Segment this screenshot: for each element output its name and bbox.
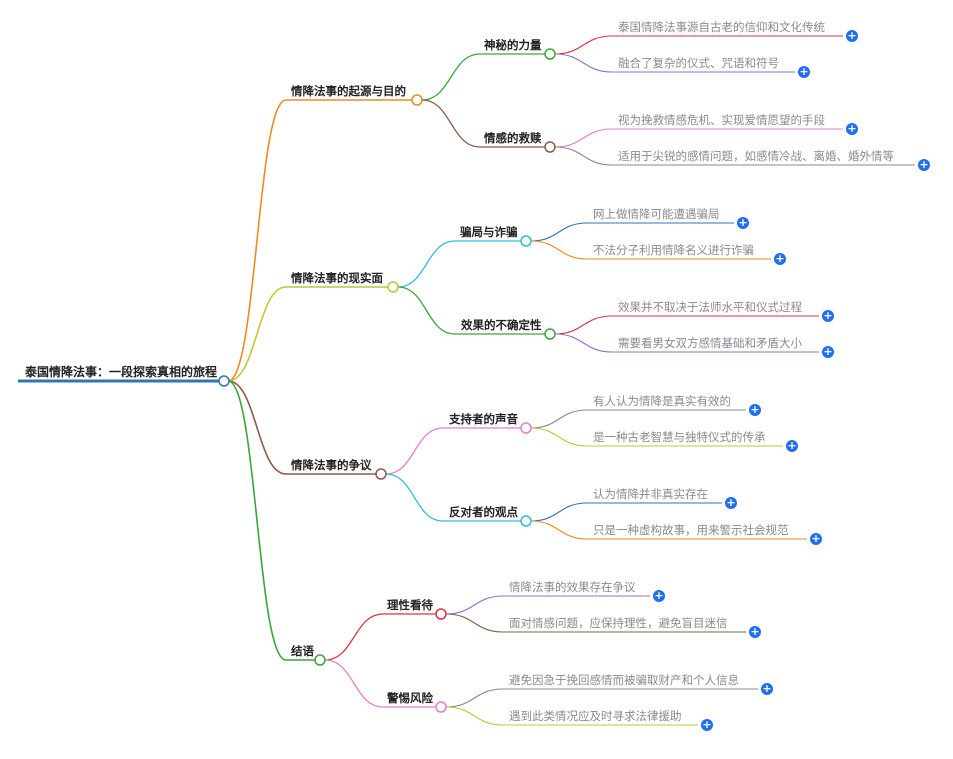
plus-circle-icon[interactable]: + <box>822 309 834 322</box>
branch-node[interactable] <box>314 654 326 666</box>
leaf-topic[interactable]: 是一种古老智慧与独特仪式的传承 <box>593 430 766 444</box>
subtopic-node[interactable] <box>544 48 556 60</box>
subtopic-connector <box>324 659 384 708</box>
leaf-connector <box>554 146 613 166</box>
branch-topic[interactable]: 情降法事的起源与目的 <box>291 84 406 98</box>
leaf-topic[interactable]: 效果并不取决于法师水平和仪式过程 <box>618 300 802 314</box>
leaf-connector <box>530 409 588 429</box>
subtopic[interactable]: 骗局与诈骗 <box>460 225 518 239</box>
plus-circle-icon[interactable]: + <box>846 29 858 42</box>
subtopic-node[interactable] <box>435 608 447 620</box>
leaf-connector <box>445 688 504 708</box>
branch-topic[interactable]: 结语 <box>291 644 314 658</box>
subtopic[interactable]: 理性看待 <box>387 598 433 612</box>
branch-node[interactable] <box>375 468 387 480</box>
plus-circle-icon[interactable]: + <box>810 532 822 545</box>
branch-connector <box>227 99 287 382</box>
subtopic-node[interactable] <box>520 515 532 527</box>
subtopic-connector <box>385 427 444 475</box>
subtopic-connector <box>421 53 481 101</box>
subtopic[interactable]: 效果的不确定性 <box>461 318 542 332</box>
subtopic[interactable]: 支持者的声音 <box>449 412 518 426</box>
plus-circle-icon[interactable]: + <box>725 496 737 509</box>
leaf-connector <box>554 128 613 148</box>
leaf-topic[interactable]: 视为挽救情感危机、实现爱情愿望的手段 <box>618 113 825 127</box>
root-topic[interactable]: 泰国情降法事：一段探索真相的旅程 <box>25 365 218 379</box>
subtopic-connector <box>397 286 456 335</box>
leaf-connector <box>530 427 588 447</box>
leaf-connector <box>554 53 613 73</box>
subtopic-node[interactable] <box>435 701 447 713</box>
plus-circle-icon[interactable]: + <box>918 158 930 171</box>
leaf-topic[interactable]: 需要看男女双方感情基础和矛盾大小 <box>618 336 802 350</box>
subtopic-connector <box>397 240 456 288</box>
leaf-connector <box>530 222 588 242</box>
leaf-connector <box>530 240 588 260</box>
leaf-topic[interactable]: 面对情感问题，应保持理性，避免盲目迷信 <box>509 616 728 630</box>
branch-connector <box>227 380 287 475</box>
leaf-topic[interactable]: 遇到此类情况应及时寻求法律援助 <box>509 709 682 723</box>
plus-circle-icon[interactable]: + <box>749 403 761 416</box>
plus-circle-icon[interactable]: + <box>798 65 810 78</box>
subtopic-node[interactable] <box>544 328 556 340</box>
leaf-topic[interactable]: 网上做情降可能遭遇骗局 <box>593 207 720 221</box>
subtopic-node[interactable] <box>520 235 532 247</box>
subtopic-connector <box>324 613 384 661</box>
leaf-connector <box>554 35 613 55</box>
plus-circle-icon[interactable]: + <box>653 589 665 602</box>
leaf-topic[interactable]: 泰国情降法事源自古老的信仰和文化传统 <box>618 20 825 34</box>
leaf-topic[interactable]: 融合了复杂的仪式、咒语和符号 <box>618 56 779 70</box>
leaf-topic[interactable]: 认为情降并非真实存在 <box>593 487 708 501</box>
leaf-connector <box>554 315 613 335</box>
branch-node[interactable] <box>387 281 399 293</box>
subtopic-connector <box>421 99 481 148</box>
subtopic[interactable]: 情感的救赎 <box>484 131 542 145</box>
plus-circle-icon[interactable]: + <box>786 439 798 452</box>
subtopic[interactable]: 神秘的力量 <box>484 38 542 52</box>
leaf-connector <box>445 613 504 633</box>
branch-topic[interactable]: 情降法事的现实面 <box>291 271 383 285</box>
plus-circle-icon[interactable]: + <box>749 625 761 638</box>
subtopic-connector <box>385 473 444 522</box>
plus-circle-icon[interactable]: + <box>846 122 858 135</box>
plus-circle-icon[interactable]: + <box>761 682 773 695</box>
leaf-topic[interactable]: 情降法事的效果存在争议 <box>509 580 636 594</box>
root-node[interactable] <box>218 375 230 387</box>
subtopic[interactable]: 警惕风险 <box>387 691 433 705</box>
plus-circle-icon[interactable]: + <box>737 216 749 229</box>
leaf-connector <box>445 595 504 615</box>
leaf-topic[interactable]: 只是一种虚构故事，用来警示社会规范 <box>593 523 789 537</box>
plus-circle-icon[interactable]: + <box>822 345 834 358</box>
plus-circle-icon[interactable]: + <box>701 718 713 731</box>
subtopic-node[interactable] <box>544 141 556 153</box>
leaf-connector <box>445 706 504 726</box>
branch-topic[interactable]: 情降法事的争议 <box>291 458 372 472</box>
leaf-connector <box>530 502 588 522</box>
leaf-topic[interactable]: 不法分子利用情降名义进行诈骗 <box>593 243 754 257</box>
leaf-connector <box>530 520 588 540</box>
leaf-connector <box>554 333 613 353</box>
leaf-topic[interactable]: 避免因急于挽回感情而被骗取财产和个人信息 <box>509 673 739 687</box>
leaf-topic[interactable]: 有人认为情降是真实有效的 <box>593 394 731 408</box>
plus-circle-icon[interactable]: + <box>774 252 786 265</box>
branch-node[interactable] <box>411 94 423 106</box>
leaf-topic[interactable]: 适用于尖锐的感情问题，如感情冷战、离婚、婚外情等 <box>618 149 894 163</box>
branch-connector <box>227 380 287 661</box>
subtopic-node[interactable] <box>520 422 532 434</box>
subtopic[interactable]: 反对者的观点 <box>449 505 518 519</box>
branch-connector <box>227 286 287 382</box>
